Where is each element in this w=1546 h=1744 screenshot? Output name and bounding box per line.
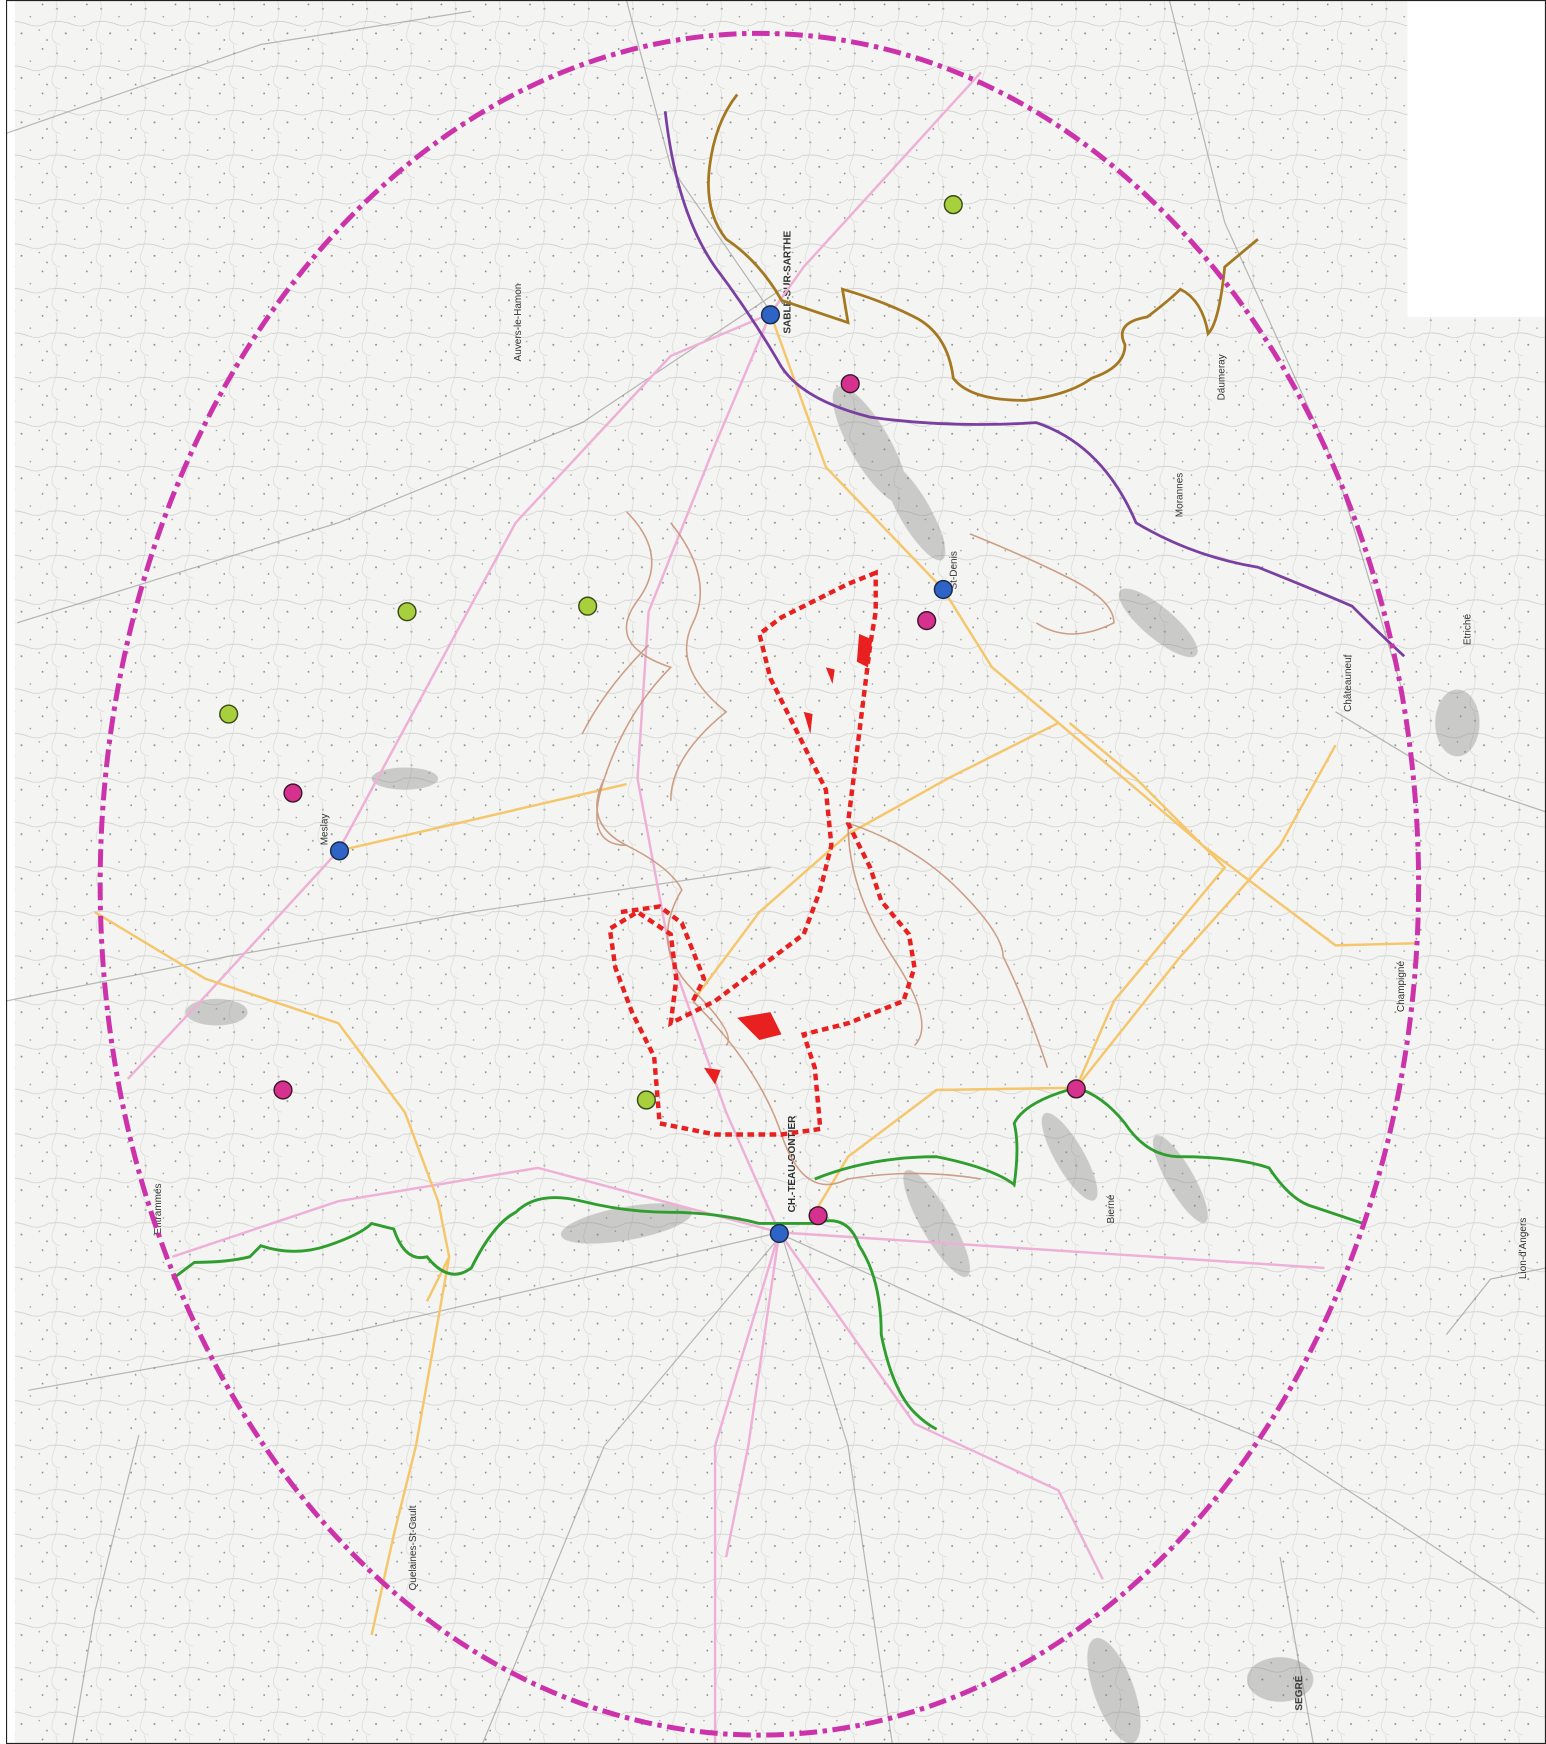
marker-blue[interactable] <box>329 841 350 861</box>
place-label-auvers: Auvers-le-Hamon <box>513 284 524 362</box>
tan-paths <box>581 511 1115 1186</box>
place-label-chateauneuf: Châteauneuf <box>1343 654 1354 712</box>
pink-routes <box>126 71 1325 1744</box>
boundary-circle <box>97 30 1422 1738</box>
marker-blue[interactable] <box>933 579 953 600</box>
map-margin <box>1407 0 1546 317</box>
place-label-sable: SABLÉ-SUR-SARTHE <box>780 231 793 334</box>
topographic-map[interactable]: SABLÉ-SUR-SARTHE CH.-TEAU-GONTIER SEGRÉ … <box>6 0 1546 1744</box>
marker-green[interactable] <box>943 195 963 215</box>
map-background <box>6 0 1546 1744</box>
place-label-chateau-gontier: CH.-TEAU-GONTIER <box>787 1116 798 1213</box>
marker-magenta[interactable] <box>283 783 303 803</box>
map-border <box>6 0 1546 1744</box>
place-label-daumeray: Daumeray <box>1217 354 1228 400</box>
blue-markers[interactable] <box>329 305 953 1244</box>
marker-blue[interactable] <box>769 1223 789 1244</box>
place-label-st-denis: St-Denis <box>949 551 960 589</box>
marker-green[interactable] <box>219 704 239 724</box>
magenta-markers[interactable] <box>273 374 1086 1226</box>
marker-green[interactable] <box>578 596 598 616</box>
place-labels: SABLÉ-SUR-SARTHE CH.-TEAU-GONTIER SEGRÉ … <box>153 231 1529 1711</box>
map-margin <box>6 0 15 1744</box>
place-label-segre: SEGRÉ <box>1292 1675 1305 1710</box>
green-river <box>171 1196 938 1431</box>
place-label-entrammes: Entrammes <box>153 1183 164 1234</box>
purple-river <box>663 111 1406 658</box>
study-area <box>607 569 917 1137</box>
place-label-meslay: Meslay <box>319 814 330 846</box>
marker-magenta[interactable] <box>840 374 860 394</box>
green-markers[interactable] <box>219 195 963 1110</box>
marker-green[interactable] <box>636 1090 656 1110</box>
place-label-etriche: Etriché <box>1463 614 1474 646</box>
brown-line <box>707 93 1259 402</box>
place-label-bierne: Bierné <box>1106 1194 1117 1223</box>
place-label-lion-angers: Lion-d'Angers <box>1518 1218 1529 1279</box>
marker-green[interactable] <box>397 602 417 622</box>
yellow-routes <box>94 313 1419 1636</box>
marker-magenta[interactable] <box>273 1080 293 1100</box>
marker-magenta[interactable] <box>1066 1079 1086 1099</box>
place-label-morannes: Morannes <box>1175 473 1186 517</box>
place-label-champigne: Champigné <box>1396 961 1407 1013</box>
marker-blue[interactable] <box>760 305 781 325</box>
place-label-quelaines: Quelaines-St-Gault <box>408 1505 419 1590</box>
study-area-patches <box>703 633 873 1085</box>
marker-magenta[interactable] <box>917 611 937 631</box>
marker-magenta[interactable] <box>808 1206 828 1226</box>
road-network <box>6 0 1546 1744</box>
